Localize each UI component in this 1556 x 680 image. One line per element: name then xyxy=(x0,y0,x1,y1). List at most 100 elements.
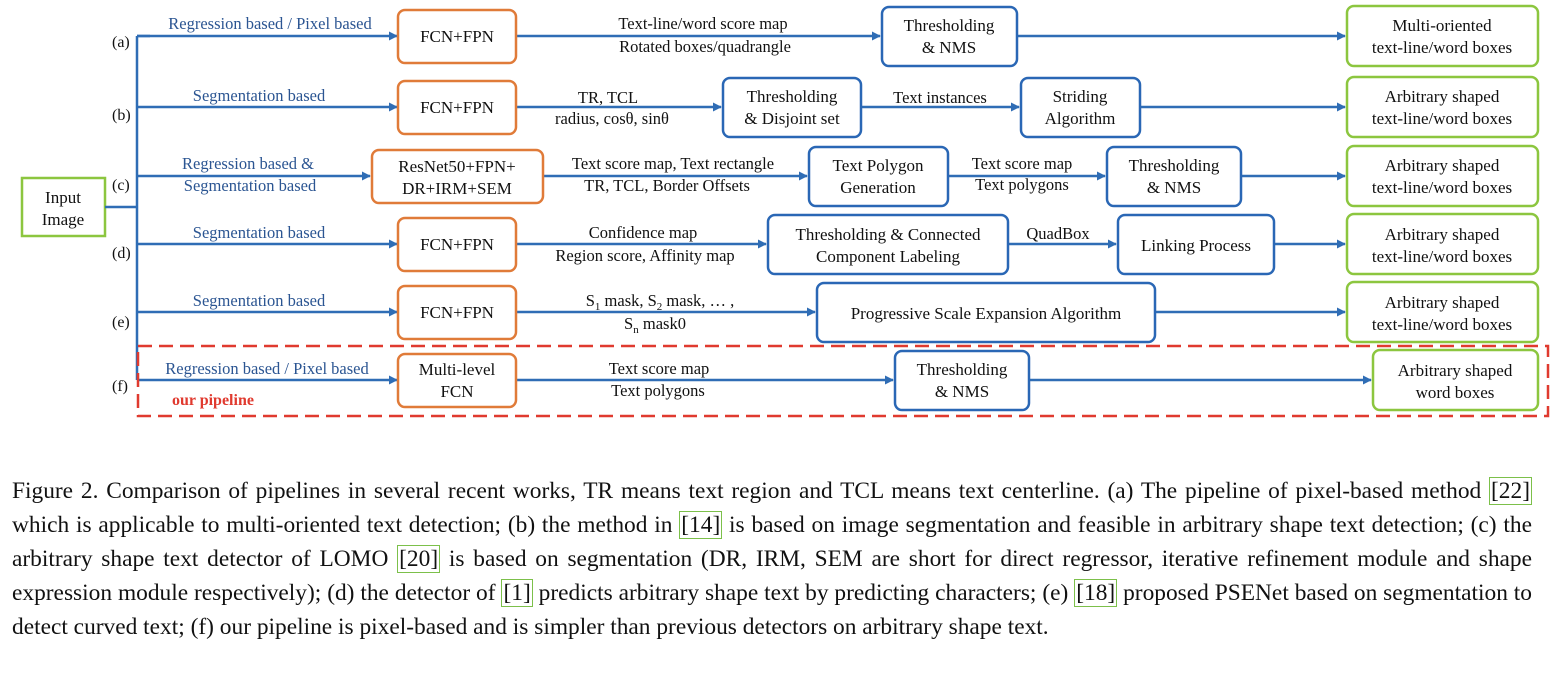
process-box-label: Thresholding xyxy=(904,16,995,35)
flow-arrows xyxy=(137,31,1372,385)
output-box-label: word boxes xyxy=(1416,383,1495,402)
output-box-label: text-line/word boxes xyxy=(1372,109,1512,128)
output-box-label: text-line/word boxes xyxy=(1372,247,1512,266)
caption-text: proposed PSENet based on segmentation to… xyxy=(12,580,1532,640)
arrow-label: TR, TCL, Border Offsets xyxy=(584,176,750,195)
branch-label: Segmentation based xyxy=(193,291,326,310)
branch-label: Regression based / Pixel based xyxy=(168,14,372,33)
output-box xyxy=(1345,280,1540,344)
arrow-label: Text-line/word score map xyxy=(618,14,787,33)
process-box-label: & NMS xyxy=(922,38,976,57)
model-box-label: DR+IRM+SEM xyxy=(402,179,512,198)
process-box-label: Component Labeling xyxy=(816,247,961,266)
process-box xyxy=(880,5,1019,68)
arrow-label: QuadBox xyxy=(1026,224,1090,243)
arrow-label: Text polygons xyxy=(975,175,1069,194)
branch-label: Regression based / Pixel based xyxy=(165,359,369,378)
arrow-label: Text instances xyxy=(893,88,987,107)
process-box-label: Generation xyxy=(840,178,916,197)
output-box-label: text-line/word boxes xyxy=(1372,38,1512,57)
row-marker: (f) xyxy=(112,378,128,395)
pipeline-diagram: Input Image (a) (b) (c) (d) (e) (f) xyxy=(20,4,1550,418)
model-box xyxy=(396,352,518,409)
caption-text: predicts arbitrary shape text by predict… xyxy=(532,580,1075,606)
citation-link[interactable]: [14] xyxy=(679,511,723,539)
caption-text: which is applicable to multi-oriented te… xyxy=(12,512,680,538)
arrow-label: Region score, Affinity map xyxy=(555,246,734,265)
process-box-label: Text Polygon xyxy=(833,156,924,175)
process-box-label: Thresholding & Connected xyxy=(795,225,981,244)
process-box xyxy=(721,76,863,139)
model-box-label: FCN+FPN xyxy=(420,98,494,117)
output-box xyxy=(1345,75,1540,139)
process-box-label: Thresholding xyxy=(1129,156,1220,175)
our-pipeline-highlight xyxy=(136,344,1550,418)
arrow-label: Text score map xyxy=(972,154,1073,173)
arrow-label: Text score map xyxy=(609,359,710,378)
figure-caption: Figure 2. Comparison of pipelines in sev… xyxy=(12,474,1532,644)
output-box xyxy=(1345,212,1540,276)
caption-text: is based on segmentation (DR, IRM, SEM a… xyxy=(12,546,1532,606)
process-box-label: Linking Process xyxy=(1141,236,1251,255)
row-marker: (b) xyxy=(112,107,131,124)
input-image-box xyxy=(20,176,107,238)
arrow-label: radius, cosθ, sinθ xyxy=(555,109,669,128)
output-box-label: Arbitrary shaped xyxy=(1398,361,1513,380)
model-boxes xyxy=(370,8,545,409)
model-box xyxy=(370,148,545,205)
process-box-label: Thresholding xyxy=(917,360,1008,379)
row-marker: (e) xyxy=(112,314,130,331)
process-box-label: & NMS xyxy=(935,382,989,401)
citation-link[interactable]: [22] xyxy=(1489,477,1532,505)
citation-link[interactable]: [20] xyxy=(397,545,441,573)
process-box-label: & NMS xyxy=(1147,178,1201,197)
row-marker: (a) xyxy=(112,34,130,51)
row-marker: (d) xyxy=(112,245,131,262)
model-box-label: Multi-level xyxy=(419,360,496,379)
process-box-label: Progressive Scale Expansion Algorithm xyxy=(851,304,1122,323)
branch-label: Segmentation based xyxy=(193,223,326,242)
arrow-label: Sn mask0 xyxy=(624,314,686,336)
output-boxes xyxy=(1345,4,1540,412)
process-box xyxy=(815,281,1157,344)
model-box xyxy=(396,79,518,136)
input-image-label: Input xyxy=(45,188,81,207)
process-box xyxy=(1116,213,1276,276)
branch-label: Segmentation based xyxy=(184,176,317,195)
process-box-label: & Disjoint set xyxy=(744,109,840,128)
model-box xyxy=(396,216,518,273)
output-box-label: Arbitrary shaped xyxy=(1385,225,1500,244)
arrow-label: Text score map, Text rectangle xyxy=(572,154,774,173)
process-box xyxy=(766,213,1010,276)
row-marker: (c) xyxy=(112,177,130,194)
citation-link[interactable]: [18] xyxy=(1074,579,1118,607)
citation-link[interactable]: [1] xyxy=(501,579,533,607)
row-markers: (a) (b) (c) (d) (e) (f) xyxy=(112,34,131,395)
our-pipeline-tag: our pipeline xyxy=(172,392,254,409)
output-box-label: Arbitrary shaped xyxy=(1385,293,1500,312)
process-box xyxy=(1105,145,1243,208)
output-box-label: text-line/word boxes xyxy=(1372,178,1512,197)
output-box-label: text-line/word boxes xyxy=(1372,315,1512,334)
arrow-label: Text polygons xyxy=(611,381,705,400)
output-box xyxy=(1371,348,1540,412)
process-boxes xyxy=(721,5,1276,412)
process-box-label: Striding xyxy=(1053,87,1108,106)
model-box xyxy=(396,284,518,341)
model-box-label: ResNet50+FPN+ xyxy=(398,157,515,176)
branch-labels: Regression based / Pixel based Segmentat… xyxy=(165,14,372,378)
output-box-label: Multi-oriented xyxy=(1392,16,1492,35)
model-box-label: FCN+FPN xyxy=(420,235,494,254)
model-box xyxy=(396,8,518,65)
arrow-label: S1 mask, S2 mask, … , xyxy=(586,291,735,313)
caption-text: Figure 2. Comparison of pipelines in sev… xyxy=(12,478,1490,504)
branch-label: Regression based & xyxy=(182,154,314,173)
input-image-label: Image xyxy=(42,210,84,229)
branch-label: Segmentation based xyxy=(193,86,326,105)
process-box-label: Thresholding xyxy=(747,87,838,106)
model-box-label: FCN+FPN xyxy=(420,27,494,46)
caption-text: is based on image segmentation and feasi… xyxy=(12,512,1532,572)
process-box xyxy=(807,145,950,208)
arrow-label: TR, TCL xyxy=(578,88,638,107)
process-box xyxy=(1019,76,1142,139)
